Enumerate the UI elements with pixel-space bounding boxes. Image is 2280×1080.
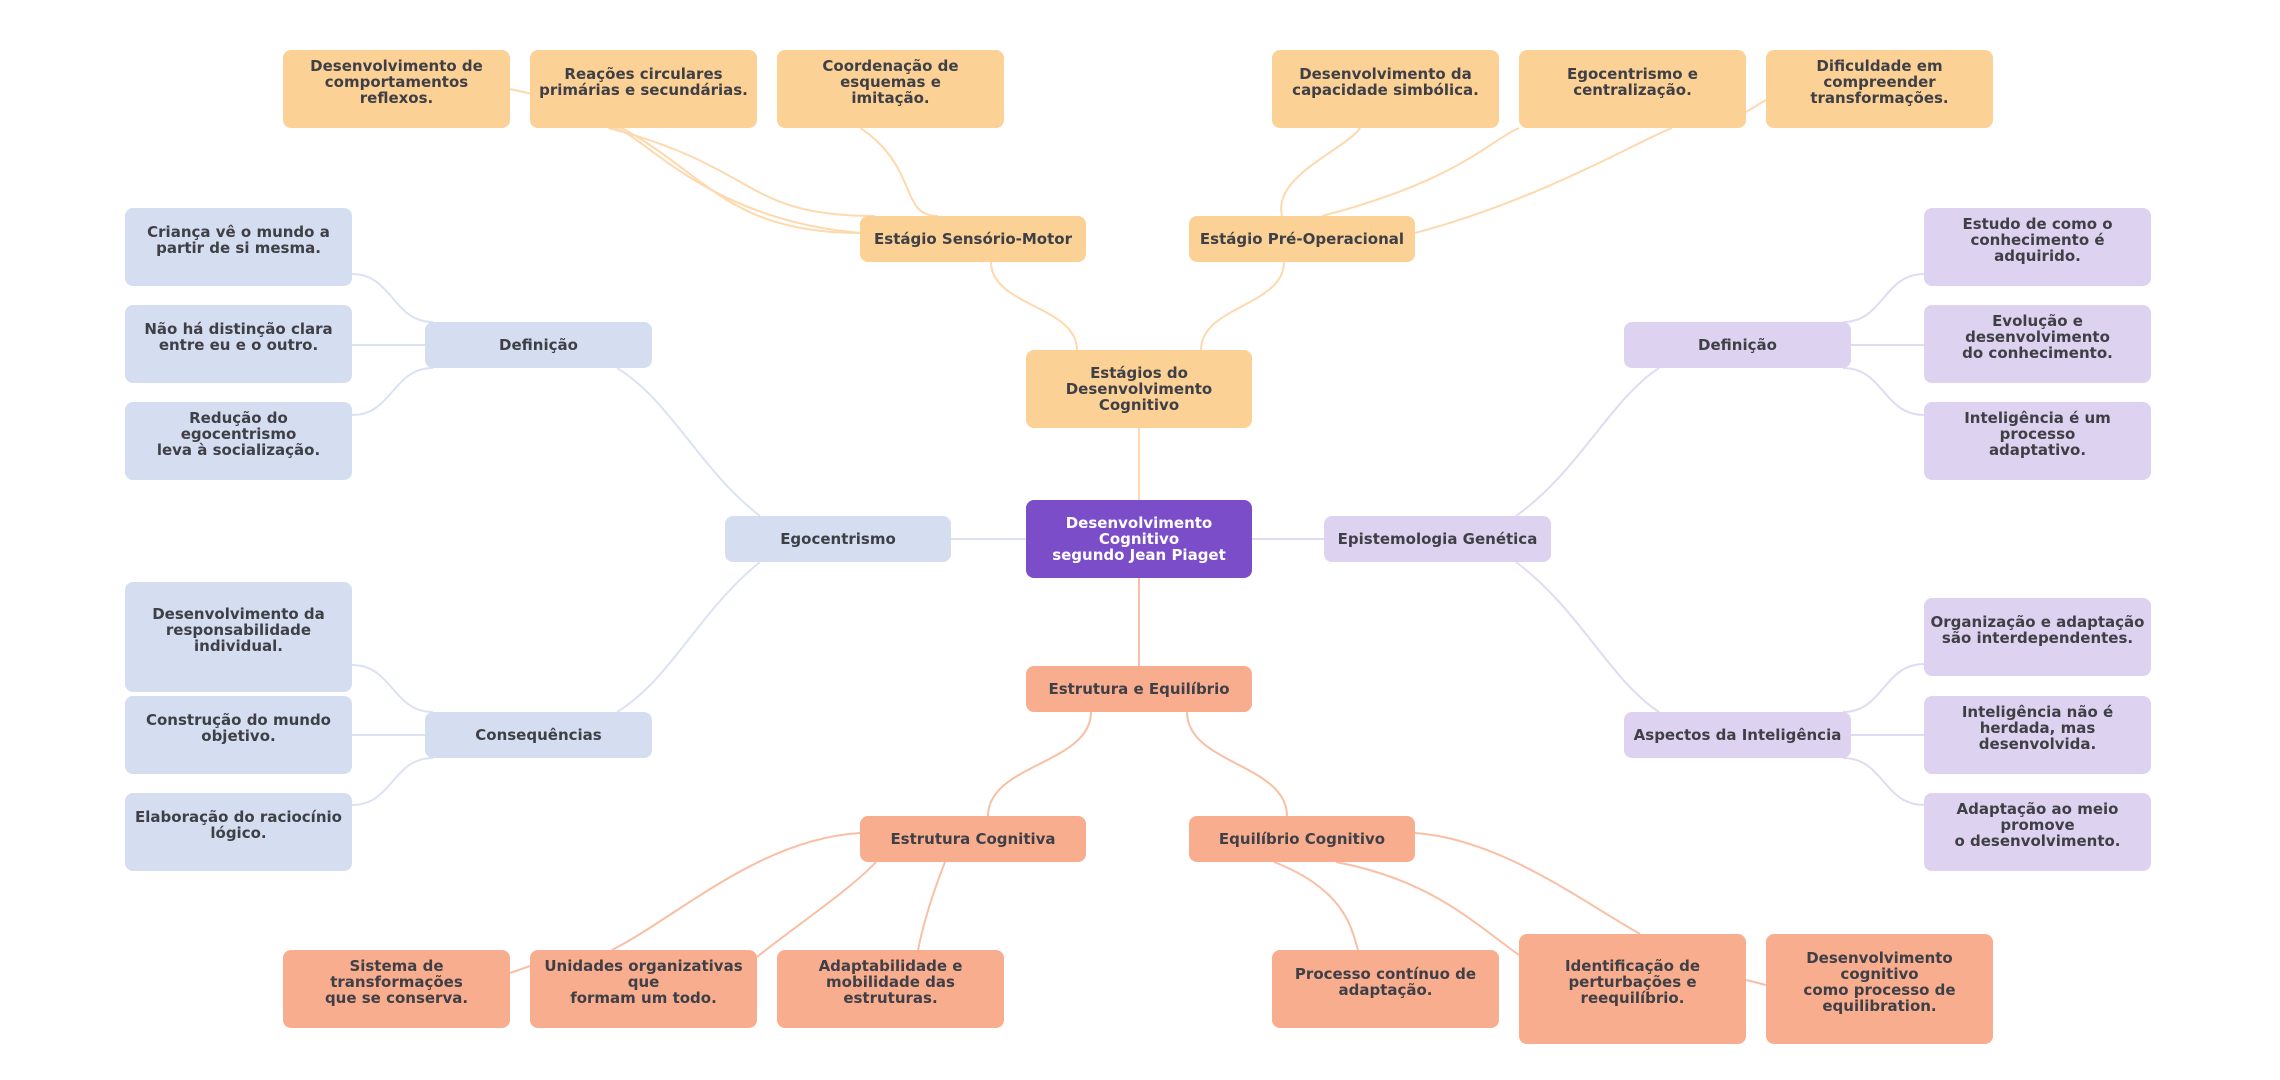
connector-line <box>1842 367 1925 416</box>
leaf-node[interactable]: Desenvolvimento da responsabilidade indi… <box>125 582 352 692</box>
connector-line <box>990 261 1078 351</box>
leaf-node[interactable]: Sistema de transformações que se conserv… <box>283 950 510 1028</box>
branch-node-egocentrismo[interactable]: Egocentrismo <box>725 516 951 562</box>
leaf-node[interactable]: Desenvolvimento cognitivo como processo … <box>1766 934 1993 1044</box>
connector-line <box>608 127 876 217</box>
connector-line <box>917 861 946 951</box>
leaf-node[interactable]: Evolução e desenvolvimento do conhecimen… <box>1924 305 2151 383</box>
connector-line <box>1200 261 1285 351</box>
leaf-node[interactable]: Inteligência é um processo adaptativo. <box>1924 402 2151 480</box>
branch-node-stages[interactable]: Estágios do Desenvolvimento Cognitivo <box>1026 350 1252 428</box>
leaf-node[interactable]: Unidades organizativas que formam um tod… <box>530 950 757 1028</box>
leaf-node[interactable]: Elaboração do raciocínio lógico. <box>125 793 352 871</box>
connector-line <box>1280 127 1361 217</box>
leaf-node[interactable]: Criança vê o mundo a partir de si mesma. <box>125 208 352 286</box>
leaf-node[interactable]: Estudo de como o conhecimento é adquirid… <box>1924 208 2151 286</box>
leaf-node[interactable]: Desenvolvimento de comportamentos reflex… <box>283 50 510 128</box>
leaf-node[interactable]: Redução do egocentrismo leva à socializa… <box>125 402 352 480</box>
connector-line <box>611 832 861 951</box>
connector-line <box>1842 757 1925 806</box>
leaf-node[interactable]: Desenvolvimento da capacidade simbólica. <box>1272 50 1499 128</box>
branch-node-estrutura-equilibrio[interactable]: Estrutura e Equilíbrio <box>1026 666 1252 712</box>
leaf-node[interactable]: Inteligência não é herdada, mas desenvol… <box>1924 696 2151 774</box>
connector-line <box>1515 561 1660 713</box>
branch-node-epistemologia-genetica[interactable]: Epistemologia Genética <box>1324 516 1551 562</box>
subtopic-node-estrutura-cognitiva[interactable]: Estrutura Cognitiva <box>860 816 1086 862</box>
connector-line <box>351 273 434 323</box>
subtopic-node-aspectos-inteligencia[interactable]: Aspectos da Inteligência <box>1624 712 1851 758</box>
subtopic-node-definicao-egocentrismo[interactable]: Definição <box>425 322 652 368</box>
connector-line <box>611 127 861 234</box>
leaf-node[interactable]: Adaptação ao meio promove o desenvolvime… <box>1924 793 2151 871</box>
connector-line <box>987 711 1092 817</box>
leaf-node[interactable]: Identificação de perturbações e reequilí… <box>1519 934 1746 1044</box>
connector-line <box>351 664 434 713</box>
connector-line <box>351 367 434 416</box>
connector-line <box>1414 832 1641 935</box>
subtopic-node-pre-operacional[interactable]: Estágio Pré-Operacional <box>1189 216 1415 262</box>
connector-line <box>616 367 761 517</box>
leaf-node[interactable]: Egocentrismo e centralização. <box>1519 50 1746 128</box>
subtopic-node-consequencias[interactable]: Consequências <box>425 712 652 758</box>
leaf-node[interactable]: Adaptabilidade e mobilidade das estrutur… <box>777 950 1004 1028</box>
leaf-node[interactable]: Não há distinção clara entre eu e o outr… <box>125 305 352 383</box>
connector-line <box>616 561 761 713</box>
connector-line <box>1335 861 1520 956</box>
subtopic-node-sensorio-motor[interactable]: Estágio Sensório-Motor <box>860 216 1086 262</box>
connector-line <box>1745 99 1767 113</box>
leaf-node[interactable]: Coordenação de esquemas e imitação. <box>777 50 1004 128</box>
connector-line <box>1745 979 1767 986</box>
leaf-node[interactable]: Reações circulares primárias e secundári… <box>530 50 757 128</box>
leaf-node[interactable]: Organização e adaptação são interdepende… <box>1924 598 2151 676</box>
root-node[interactable]: Desenvolvimento Cognitivo segundo Jean P… <box>1026 500 1252 578</box>
connector-line <box>1273 861 1359 951</box>
leaf-node[interactable]: Processo contínuo de adaptação. <box>1272 950 1499 1028</box>
connector-line <box>1515 367 1660 517</box>
subtopic-node-equilibrio-cognitivo[interactable]: Equilíbrio Cognitivo <box>1189 816 1415 862</box>
connector-line <box>1414 127 1673 234</box>
leaf-node[interactable]: Dificuldade em compreender transformaçõe… <box>1766 50 1993 128</box>
connector-line <box>756 861 877 958</box>
connector-line <box>1842 273 1925 323</box>
connector-line <box>859 127 939 217</box>
subtopic-node-definicao-epistemologia[interactable]: Definição <box>1624 322 1851 368</box>
connector-line <box>351 757 434 806</box>
connector-line <box>1186 711 1288 817</box>
connector-line <box>1321 127 1520 217</box>
connector-line <box>509 965 531 974</box>
connector-line <box>1842 663 1925 713</box>
leaf-node[interactable]: Construção do mundo objetivo. <box>125 696 352 774</box>
